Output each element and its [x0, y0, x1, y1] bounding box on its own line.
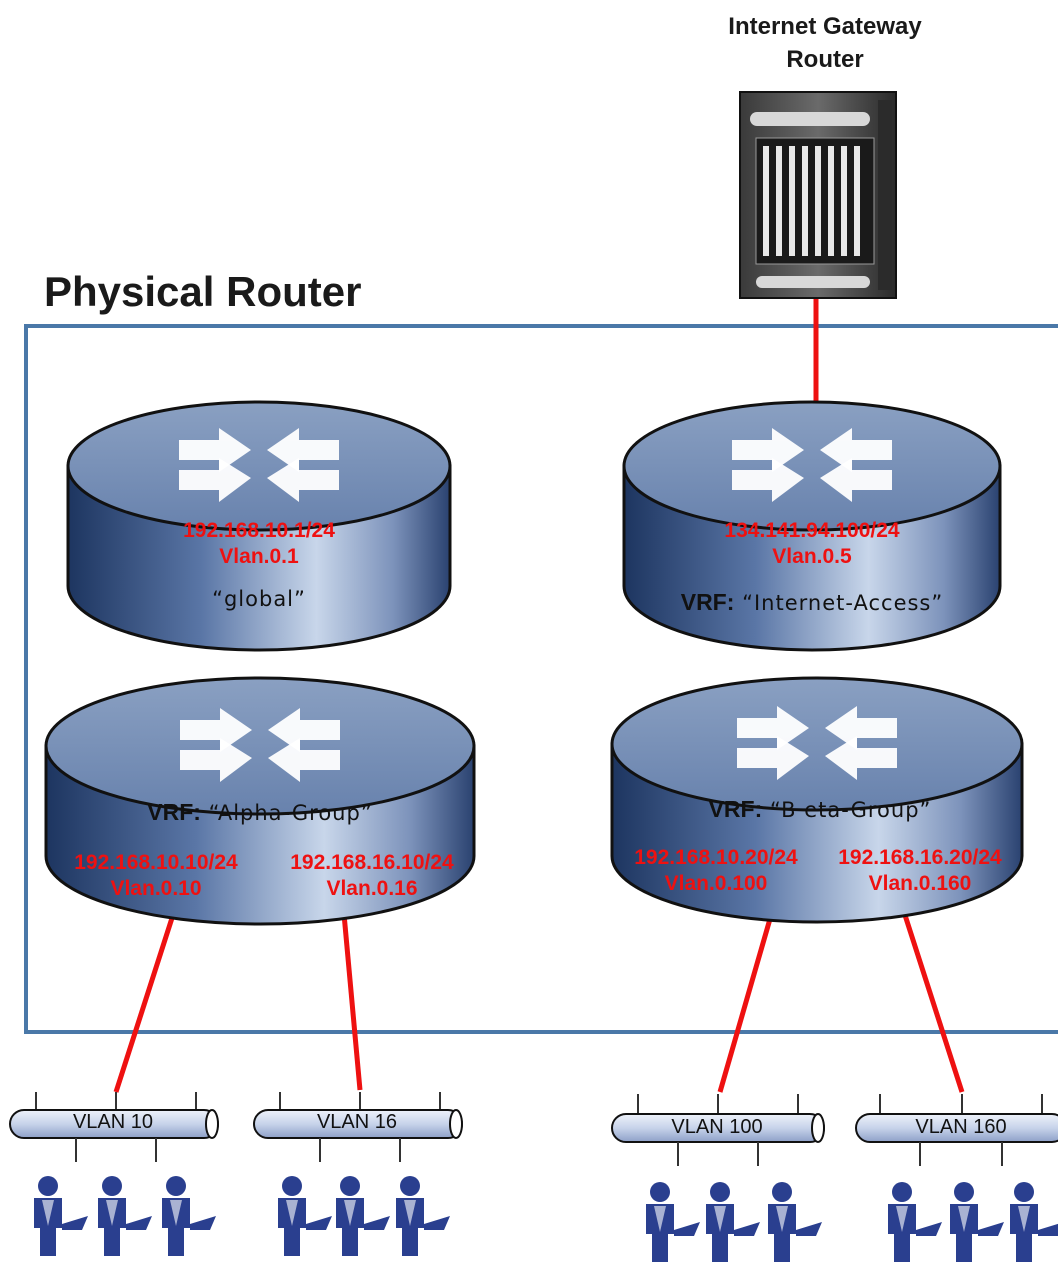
- router-beta-icon: [610, 676, 1024, 924]
- users-vlan16: [278, 1176, 450, 1256]
- alpha-left-ip: 192.168.10.10/24: [74, 851, 238, 874]
- user-icon: [706, 1182, 760, 1262]
- beta-right-ip: 192.168.16.20/24: [838, 846, 1002, 869]
- gateway-server-icon: [739, 91, 897, 299]
- vlan-160-label: VLAN 160: [915, 1116, 1007, 1138]
- internet-name: “Internet-Access”: [742, 591, 944, 615]
- router-global-icon: [66, 400, 452, 652]
- router-internet-icon: [622, 400, 1002, 652]
- user-icon: [396, 1176, 450, 1256]
- vlan-10-label: VLAN 10: [72, 1111, 154, 1133]
- alpha-left-vlan: Vlan.0.10: [110, 877, 202, 900]
- internet-ip: 134.141.94.100/24: [724, 519, 900, 542]
- users-vlan100: [646, 1182, 822, 1262]
- alpha-vrf-prefix: VRF:: [147, 799, 201, 825]
- user-icon: [950, 1182, 1004, 1262]
- beta-name: “B eta-Group”: [769, 798, 932, 822]
- global-ip: 192.168.10.1/24: [183, 519, 335, 542]
- vlan-bus-160: [855, 1094, 1058, 1166]
- global-name: “global”: [212, 587, 306, 611]
- vlan-16-label: VLAN 16: [316, 1111, 398, 1133]
- link-beta-vlan160: [901, 911, 965, 1093]
- user-icon: [98, 1176, 152, 1256]
- beta-right-vlan: Vlan.0.160: [868, 872, 972, 895]
- user-icon: [888, 1182, 942, 1262]
- gateway-title: Internet Gateway Router: [660, 10, 990, 76]
- vlan-100-label: VLAN 100: [671, 1116, 763, 1138]
- beta-left-ip: 192.168.10.20/24: [634, 846, 798, 869]
- router-alpha-icon: [44, 676, 476, 926]
- link-beta-vlan100: [717, 911, 775, 1093]
- link-alpha-vlan16: [341, 913, 363, 1091]
- vlan-bus-16: [253, 1092, 463, 1162]
- physical-router-title: Physical Router: [44, 268, 362, 315]
- internet-vrf-label: VRF: “Internet-Access”: [632, 589, 992, 616]
- user-icon: [768, 1182, 822, 1262]
- user-icon: [34, 1176, 88, 1256]
- gateway-title-line1: Internet Gateway: [728, 13, 922, 40]
- user-icon: [1010, 1182, 1058, 1262]
- alpha-right-vlan: Vlan.0.16: [326, 877, 418, 900]
- physical-router-frame: [24, 324, 1058, 1034]
- user-icon: [336, 1176, 390, 1256]
- global-vlan: Vlan.0.1: [219, 545, 299, 568]
- alpha-vrf-label: VRF: “Alpha-Group”: [60, 799, 460, 826]
- users-vlan160: [888, 1182, 1058, 1262]
- user-icon: [278, 1176, 332, 1256]
- internet-vlan: Vlan.0.5: [772, 545, 852, 568]
- user-icon: [646, 1182, 700, 1262]
- links: [113, 298, 965, 1093]
- alpha-name: “Alpha-Group”: [208, 801, 373, 825]
- alpha-right-ip: 192.168.16.10/24: [290, 851, 454, 874]
- internet-vrf-prefix: VRF:: [680, 589, 735, 615]
- link-alpha-vlan10: [113, 917, 175, 1093]
- beta-left-vlan: Vlan.0.100: [664, 872, 768, 895]
- vlan-bus-10: [9, 1092, 219, 1162]
- user-icon: [162, 1176, 216, 1256]
- users-vlan10: [34, 1176, 216, 1256]
- gateway-title-line2: Router: [786, 46, 864, 73]
- beta-vrf-label: VRF: “B eta-Group”: [640, 796, 1000, 823]
- beta-vrf-prefix: VRF:: [708, 796, 763, 822]
- vlan-bus-100: [611, 1094, 825, 1166]
